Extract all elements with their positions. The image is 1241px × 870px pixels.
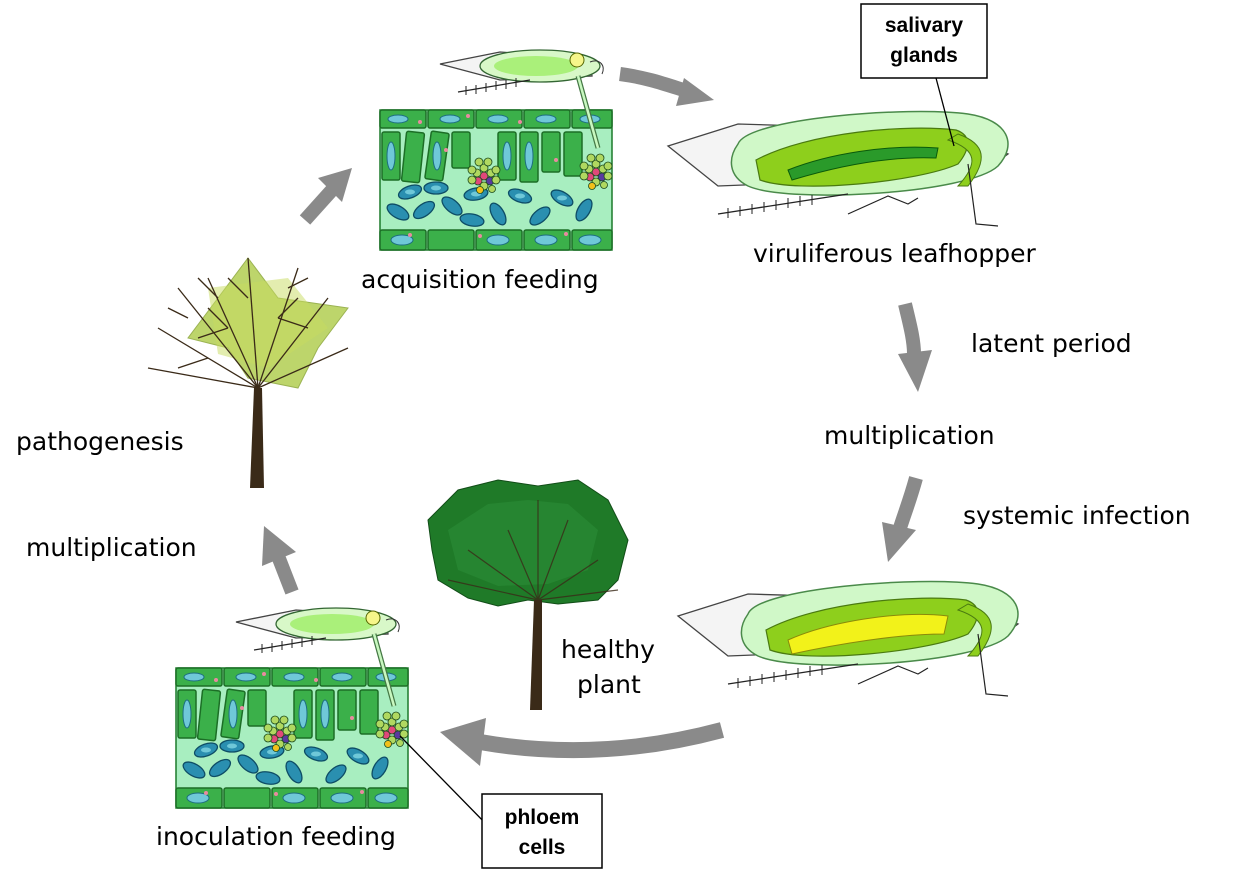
label-multiplication-right: multiplication <box>824 421 995 450</box>
arrow-latent-period <box>898 302 921 355</box>
arrow-multiplication-left <box>271 553 299 595</box>
label-pathogenesis: pathogenesis <box>16 427 184 456</box>
salivary-glands-shape <box>787 146 939 181</box>
acquisition-tissue <box>379 109 613 251</box>
label-systemic-infection: systemic infection <box>963 501 1191 530</box>
phloem-cells-callout: phloem cells <box>481 793 603 869</box>
label-inoculation-feeding: inoculation feeding <box>156 822 396 851</box>
salivary-glands-line1: salivary <box>885 14 964 37</box>
arrow-head-5 <box>440 718 486 766</box>
arrow-to-acquisition <box>299 185 338 225</box>
arrow-head-2 <box>676 78 714 106</box>
arrow-systemic-infection <box>893 476 923 531</box>
arrow-head-3 <box>898 350 932 392</box>
arrow-head-1 <box>318 168 352 202</box>
phloem-cells-line2: cells <box>519 836 566 859</box>
arrow-head-4 <box>882 522 916 562</box>
cycle-arrows <box>262 67 932 766</box>
label-viruliferous-leafhopper: viruliferous leafhopper <box>753 239 1036 268</box>
label-latent-period: latent period <box>971 329 1132 358</box>
infected-leafhopper-illustration <box>677 580 1019 697</box>
arrow-to-inoculation <box>478 722 725 759</box>
label-healthy-plant-line1: healthy <box>561 635 655 664</box>
label-acquisition-feeding: acquisition feeding <box>361 265 599 294</box>
arrow-to-viruliferous <box>619 67 693 99</box>
viruliferous-leafhopper-illustration <box>667 110 1009 227</box>
salivary-glands-pointer <box>935 77 955 147</box>
label-multiplication-left: multiplication <box>26 533 197 562</box>
salivary-glands-callout: salivary glands <box>860 3 988 79</box>
salivary-glands-line2: glands <box>890 44 958 67</box>
phloem-cells-line1: phloem <box>505 806 580 829</box>
phloem-cells-pointer <box>399 735 491 829</box>
label-healthy-plant-line2: plant <box>577 670 641 699</box>
infected-glands-shape <box>787 613 949 655</box>
inoculation-tissue <box>175 667 409 809</box>
arrow-head-6 <box>262 526 296 566</box>
